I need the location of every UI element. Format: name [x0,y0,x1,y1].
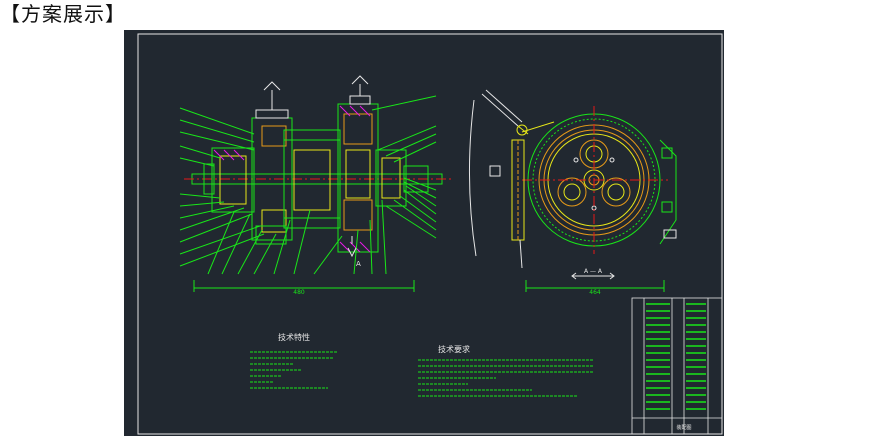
cad-drawing[interactable]: 480 A [124,30,724,436]
section-heading: 【方案展示】 [0,2,126,26]
tech-characteristics-title: 技术特性 [278,332,310,342]
section-view-a-a [468,89,677,292]
winch-section-view [179,75,454,292]
title-block [631,297,723,435]
section-marker-left: A [356,260,361,268]
tech-requirements-lines [418,359,594,397]
tech-characteristics-lines [250,351,338,389]
drawing-frame [137,33,723,435]
section-label-right: A — A [584,268,603,275]
title-block-rows [646,303,706,410]
dimension-label-right: 464 [589,289,601,296]
tech-requirements-title: 技术要求 [438,344,470,354]
dimension-label-left: 480 [293,289,305,296]
title-block-name: 装配图 [676,424,691,431]
